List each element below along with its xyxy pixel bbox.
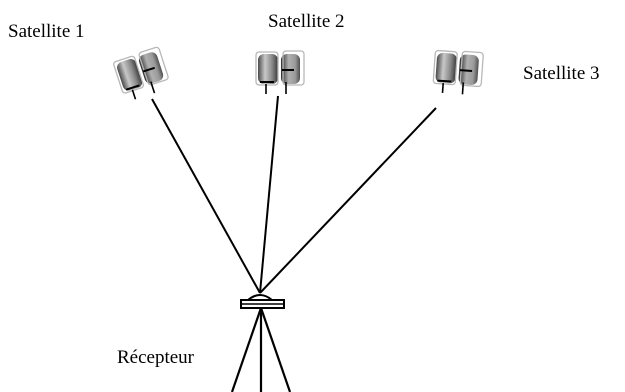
satellite-2-icon bbox=[255, 50, 305, 95]
satellite-3-icon bbox=[431, 48, 485, 97]
signal-line-sat1 bbox=[151, 98, 261, 294]
receiver-icon bbox=[240, 294, 285, 309]
signal-line-sat2 bbox=[259, 95, 279, 294]
satellite-2-label: Satellite 2 bbox=[268, 11, 345, 32]
receiver-label: Récepteur bbox=[117, 347, 195, 368]
satellite-3-label: Satellite 3 bbox=[523, 63, 600, 84]
signal-line-sat3 bbox=[259, 107, 437, 294]
satellite-1-label: Satellite 1 bbox=[8, 21, 85, 42]
satellite-1-icon bbox=[111, 45, 173, 104]
tripod-icon bbox=[230, 307, 292, 392]
